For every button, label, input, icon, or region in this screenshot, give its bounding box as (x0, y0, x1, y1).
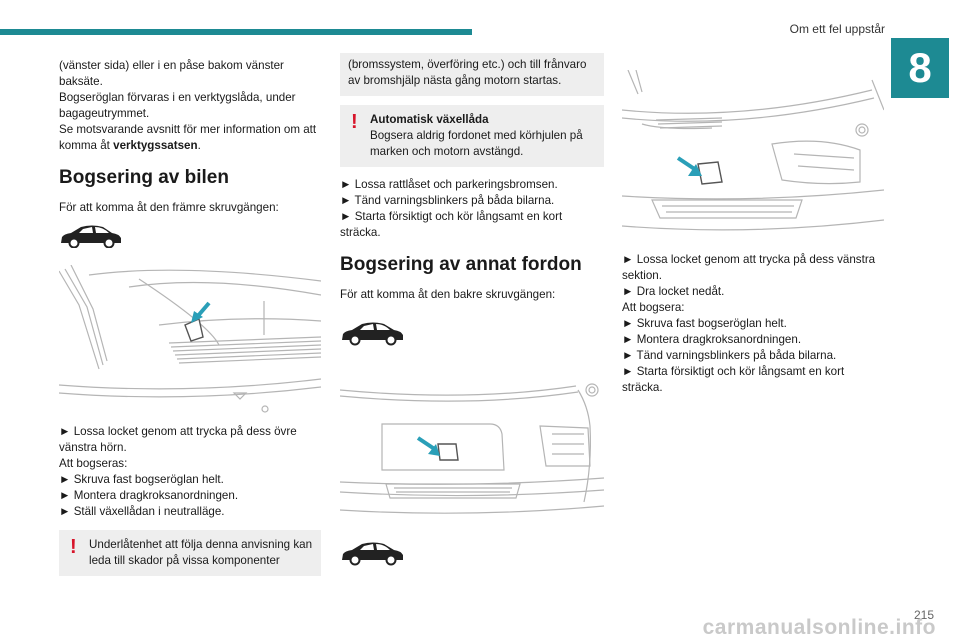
section-heading-towing-own: Bogsering av bilen (59, 167, 229, 188)
warning-exclamation-icon: ! (351, 111, 358, 133)
column-right: ► Lossa locket genom att trycka på dess … (622, 58, 884, 396)
reference-link: verktygssatsen (113, 139, 198, 152)
step-text: ► Lossa locket genom att trycka på dess … (59, 425, 297, 454)
step-text: ► Lossa locket genom att trycka på dess … (622, 253, 876, 282)
reference-text: Se motsvarande avsnitt för mer informati… (59, 123, 317, 152)
chapter-number-badge: 8 (891, 38, 949, 98)
header-accent-bar (0, 29, 472, 35)
warning-text: Bogsera aldrig fordonet med körhjulen på… (370, 129, 583, 158)
step-text: ► Ställ växellådan i neutralläge. (59, 505, 225, 518)
reference-paragraph: Se motsvarande avsnitt för mer informati… (59, 122, 321, 154)
step-text: ► Montera dragkroksanordningen. (59, 489, 239, 502)
step-text: ► Starta försiktigt och kör långsamt en … (622, 365, 845, 394)
warning-box: ! Underlåtenhet att följa denna anvisnin… (59, 530, 321, 576)
step-text: ► Skruva fast bogseröglan helt. (622, 317, 787, 330)
step-text: ► Montera dragkroksanordningen. (622, 333, 802, 346)
step-text: ► Skruva fast bogseröglan helt. (59, 473, 224, 486)
car-side-icon (342, 542, 403, 566)
column-left: (vänster sida) eller i en påse bakom vän… (59, 58, 321, 576)
step-text: Att bogsera: (622, 301, 685, 314)
rear-bumper-diagram-left (340, 383, 604, 514)
front-bumper-diagram (59, 265, 321, 413)
warning-continuation-text: (bromssystem, överföring etc.) och till … (348, 58, 587, 87)
step-text: ► Tänd varningsblinkers på båda bilarna. (340, 194, 555, 207)
page-number: 215 (913, 608, 934, 622)
step-text: ► Starta försiktigt och kör långsamt en … (340, 210, 563, 239)
reference-end: . (197, 139, 201, 152)
car-side-icon (342, 322, 403, 346)
rear-bumper-diagram-right (622, 70, 884, 231)
column-middle: (bromssystem, överföring etc.) och till … (340, 53, 604, 566)
step-text: ► Lossa rattlåset och parkeringsbromsen. (340, 178, 558, 191)
intro-paragraph: (vänster sida) eller i en påse bakom vän… (59, 59, 284, 88)
warning-continuation-box: (bromssystem, överföring etc.) och till … (340, 53, 604, 96)
lead-text: För att komma åt den bakre skruvgängen: (340, 288, 556, 301)
warning-box: ! Automatisk växellåda Bogsera aldrig fo… (340, 105, 604, 167)
lead-text: För att komma åt den främre skruvgängen: (59, 201, 279, 214)
warning-text: Underlåtenhet att följa denna anvisning … (89, 538, 313, 567)
section-heading-towing-other: Bogsering av annat fordon (340, 254, 582, 275)
chapter-title: Om ett fel uppstår (789, 22, 885, 36)
intro-paragraph: Bogseröglan förvaras i en verktygslåda, … (59, 91, 296, 120)
watermark: carmanualsonline.info (702, 616, 936, 639)
step-text: ► Tänd varningsblinkers på båda bilarna. (622, 349, 837, 362)
warning-title: Automatisk växellåda (370, 113, 489, 126)
warning-exclamation-icon: ! (70, 536, 77, 558)
step-text: Att bogseras: (59, 457, 128, 470)
step-text: ► Dra locket nedåt. (622, 285, 725, 298)
car-side-icon (61, 225, 121, 248)
